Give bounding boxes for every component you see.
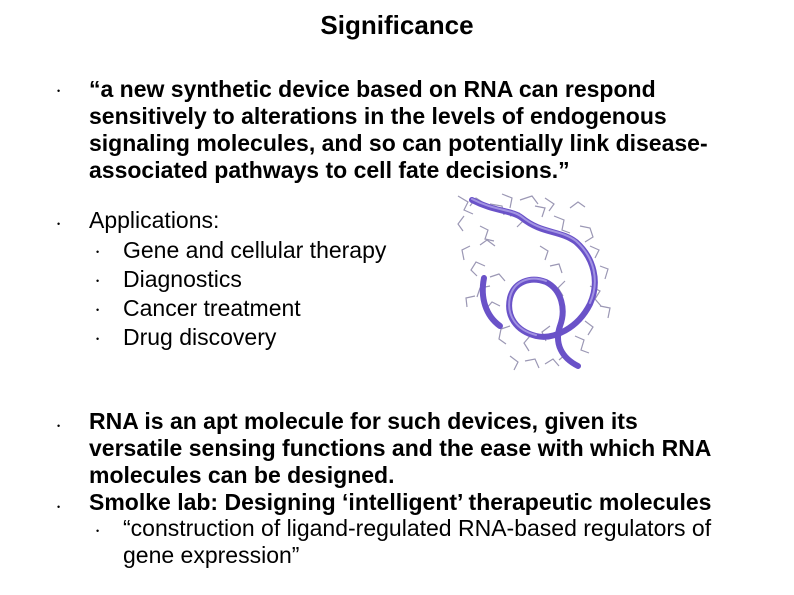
bullet-marker: • [57, 421, 61, 431]
bullet-marker: • [57, 219, 61, 229]
smolke-sub-line: gene expression” [123, 542, 300, 568]
smolke-line: Smolke lab: Designing ‘intelligent’ ther… [89, 489, 712, 515]
bullet-marker: • [57, 86, 61, 96]
quote-line: sensitively to alterations in the levels… [89, 103, 667, 129]
slide-title: Significance [320, 10, 474, 40]
quote-line: associated pathways to cell fate decisio… [89, 157, 570, 183]
sub-bullet-marker: • [96, 305, 100, 315]
sub-bullet-marker: • [96, 247, 100, 257]
smolke-subtext: “construction of ligand-regulated RNA-ba… [123, 515, 711, 569]
application-item: Drug discovery [123, 324, 277, 350]
rna-paragraph: RNA is an apt molecule for such devices,… [89, 408, 711, 516]
sub-bullet-marker: • [96, 526, 100, 536]
smolke-sub-line: “construction of ligand-regulated RNA-ba… [123, 515, 712, 541]
quote-paragraph: “a new synthetic device based on RNA can… [89, 76, 708, 184]
rna-line: molecules can be designed. [89, 462, 395, 488]
quote-line: “a new synthetic device based on RNA can… [89, 76, 656, 102]
bullet-marker: • [57, 502, 61, 512]
quote-line: signaling molecules, and so can potentia… [89, 130, 708, 156]
application-item: Gene and cellular therapy [123, 237, 387, 263]
application-item: Diagnostics [123, 266, 242, 292]
rna-line: versatile sensing functions and the ease… [89, 435, 712, 461]
rna-structure-image [457, 193, 611, 371]
sub-bullet-marker: • [96, 334, 100, 344]
application-item: Cancer treatment [123, 295, 301, 321]
sub-bullet-marker: • [96, 276, 100, 286]
applications-heading: Applications: [89, 207, 220, 233]
rna-line: RNA is an apt molecule for such devices,… [89, 408, 638, 434]
